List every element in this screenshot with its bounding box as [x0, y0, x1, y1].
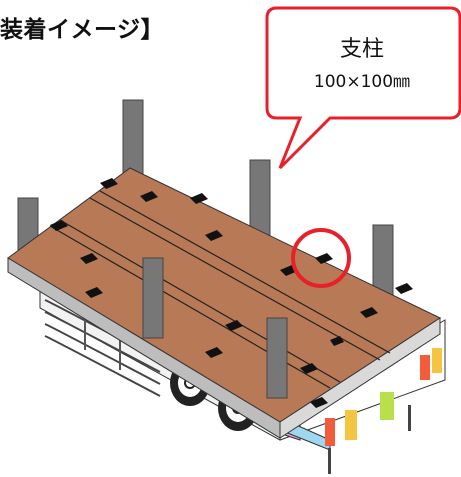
post-back-1	[122, 99, 144, 179]
highlight-circle	[291, 228, 351, 288]
callout-label: 支柱	[339, 37, 384, 62]
deck-plank-lines	[49, 190, 391, 389]
post-front-2	[266, 317, 288, 399]
page-title: 装着イメージ】	[0, 17, 165, 43]
post-back-3	[372, 224, 394, 298]
deck-sockets	[50, 178, 413, 408]
callout-dimension: 100×100㎜	[313, 72, 411, 92]
post-front-1	[142, 257, 164, 339]
callout-bubble	[265, 6, 461, 170]
deck-edge-side	[279, 317, 441, 439]
